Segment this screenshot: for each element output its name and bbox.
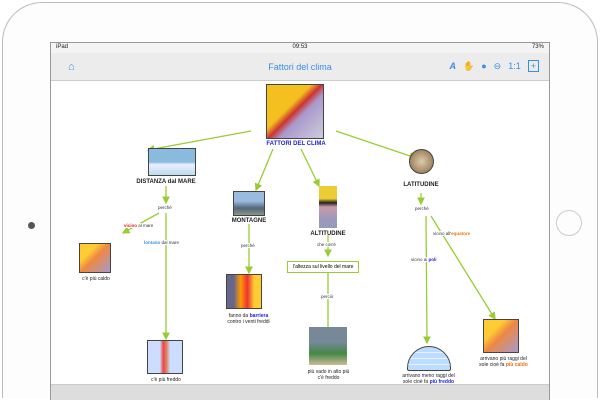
root-node[interactable]: FATTORI DEL CLIMA [266, 141, 326, 147]
home-hardware-button[interactable] [556, 210, 582, 236]
link-perche-distanza: perché [158, 205, 172, 210]
clock: 09:53 [292, 44, 308, 50]
edge-poli [423, 215, 431, 345]
home-icon[interactable]: ⌂ [68, 61, 75, 73]
concept-map: FATTORI DEL CLIMA DISTANZA dal MARE perc… [51, 81, 549, 386]
link-vicino: vicino al mare [124, 223, 154, 228]
link-che-cose: che cos'è [317, 242, 336, 247]
link-percio: perciò [321, 294, 334, 299]
hot-thermometer-icon-2 [483, 319, 519, 353]
hand-icon[interactable]: ✋ [463, 60, 475, 71]
node-freddo[interactable]: c'è più freddo [151, 377, 181, 383]
mountain-landscape-image [309, 327, 347, 365]
node-distanza[interactable]: DISTANZA dal MARE [136, 179, 196, 185]
link-perche-montagne: perché [241, 243, 255, 248]
camera [28, 222, 35, 229]
mountain-image [233, 191, 265, 216]
status-bar: iPad 09:53 73% [51, 43, 549, 53]
link-perche-latitudine: perché [415, 206, 429, 211]
node-montagne[interactable]: MONTAGNE [231, 218, 267, 224]
nav-bar: ⌂ Fattori del clima A ✋ ● ⊖ 1:1 + [51, 53, 549, 81]
screen: iPad 09:53 73% ⌂ Fattori del clima A ✋ ●… [50, 42, 550, 400]
comment-icon[interactable]: ● [481, 61, 487, 71]
battery: 73% [531, 44, 544, 50]
link-equatore: vicino all'equatore [433, 231, 471, 236]
page-title: Fattori del clima [268, 62, 332, 72]
zoom-reset-button[interactable]: 1:1 [508, 61, 521, 71]
climate-image [266, 84, 324, 139]
cold-thermometer-icon [147, 340, 183, 374]
font-icon[interactable]: A [449, 61, 457, 71]
hot-thermometer-icon [79, 243, 111, 273]
zoom-in-icon[interactable]: + [527, 60, 539, 72]
barrier-wind-icon [226, 274, 262, 309]
zoom-out-icon[interactable]: ⊖ [493, 60, 502, 71]
sea-image [148, 148, 196, 176]
device-name: iPad [56, 44, 69, 50]
node-altezza[interactable]: l'altezza sul livello del mare [287, 261, 360, 273]
edge-root-distanza [146, 130, 252, 153]
node-altitudine[interactable]: ALTITUDINE [310, 231, 346, 237]
node-latitudine[interactable]: LATITUDINE [403, 182, 439, 188]
edge-root-montagne [254, 148, 274, 192]
edge-root-latitudine [335, 130, 418, 160]
globe-icon [409, 149, 434, 174]
link-poli: vicino ai poli [411, 257, 437, 262]
child-measure-icon [319, 186, 337, 228]
edge-root-altitudine [300, 148, 320, 188]
link-lontano: lontano dal mare [144, 240, 180, 245]
node-caldo[interactable]: c'è più caldo [82, 276, 110, 282]
bottom-toolbar [51, 384, 549, 400]
